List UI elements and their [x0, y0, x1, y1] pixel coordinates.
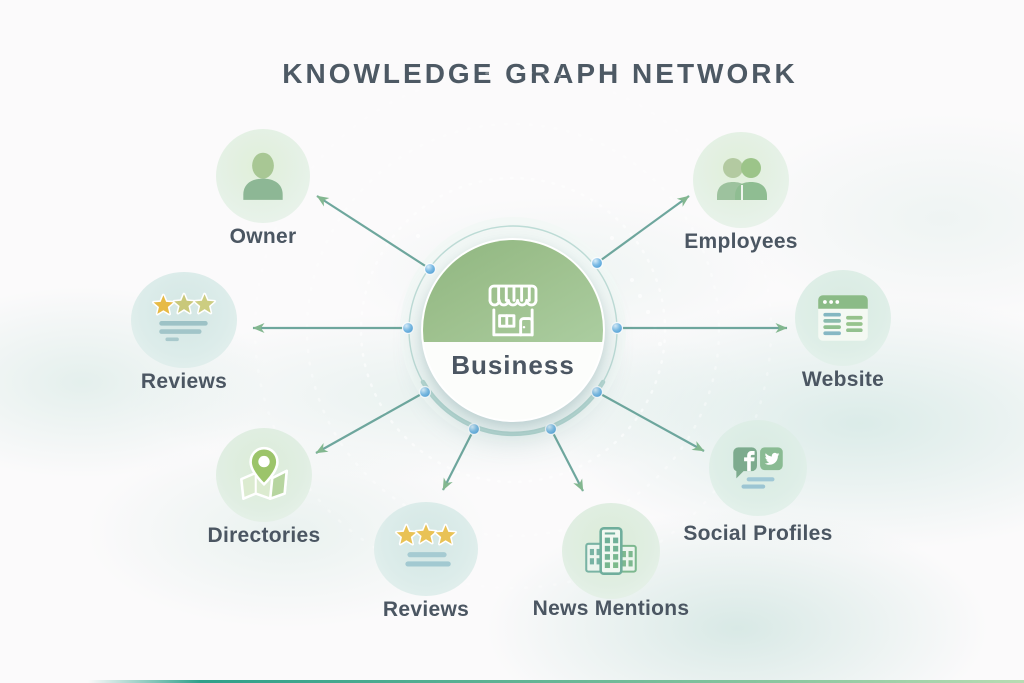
node-reviews-left: Reviews	[74, 272, 294, 394]
connector-lines	[252, 195, 788, 492]
node-directories-label: Directories	[207, 524, 321, 547]
map-pin-icon	[240, 446, 288, 501]
connector-reviews-bottom	[442, 428, 475, 491]
node-owner-label: Owner	[229, 225, 297, 248]
buildings-icon	[585, 527, 637, 575]
owner-circle	[216, 129, 310, 223]
bottom-accent-bar	[88, 680, 1024, 683]
connector-employees	[596, 195, 690, 264]
center-node-business: Business	[421, 238, 605, 422]
node-reviews-left-label: Reviews	[140, 370, 228, 393]
directories-circle	[216, 428, 312, 522]
star-rating-icon	[152, 292, 216, 342]
business-circle: Business	[421, 238, 605, 422]
social-profiles-circle	[709, 420, 807, 516]
node-news-mentions: News Mentions	[501, 503, 721, 621]
center-node-label: Business	[451, 350, 575, 380]
employees-circle	[693, 132, 789, 228]
facebook-twitter-icon	[733, 447, 783, 489]
node-website: Website	[733, 270, 953, 392]
node-social-profiles: Social Profiles	[648, 420, 868, 546]
page-title: KNOWLEDGE GRAPH NETWORK	[282, 58, 798, 89]
node-website-label: Website	[801, 368, 885, 391]
node-news-mentions-label: News Mentions	[532, 597, 690, 620]
decorative-dotted-circles	[253, 70, 773, 590]
reviews-bottom-circle	[374, 502, 478, 596]
news-mentions-circle	[562, 503, 660, 599]
website-circle	[795, 270, 891, 366]
star-rating-icon	[395, 522, 457, 567]
node-directories: Directories	[154, 428, 374, 548]
business-circle-green-half	[423, 240, 603, 342]
connector-news-mentions	[550, 428, 584, 492]
storefront-icon	[488, 284, 538, 337]
decorative-dots	[416, 234, 662, 346]
connector-owner	[316, 195, 431, 270]
browser-window-icon	[818, 295, 868, 341]
connector-directories	[315, 391, 426, 454]
node-employees-label: Employees	[684, 230, 798, 253]
facebook-icon	[733, 447, 757, 479]
connector-social-profiles	[596, 391, 705, 452]
people-icon	[717, 158, 767, 201]
node-owner: Owner	[153, 129, 373, 249]
node-reviews-bottom: Reviews	[316, 502, 536, 622]
node-social-profiles-label: Social Profiles	[683, 522, 833, 545]
twitter-icon	[760, 447, 783, 471]
node-employees: Employees	[631, 132, 851, 254]
reviews-left-circle	[131, 272, 237, 368]
node-reviews-bottom-label: Reviews	[382, 598, 470, 621]
person-icon	[243, 152, 283, 200]
